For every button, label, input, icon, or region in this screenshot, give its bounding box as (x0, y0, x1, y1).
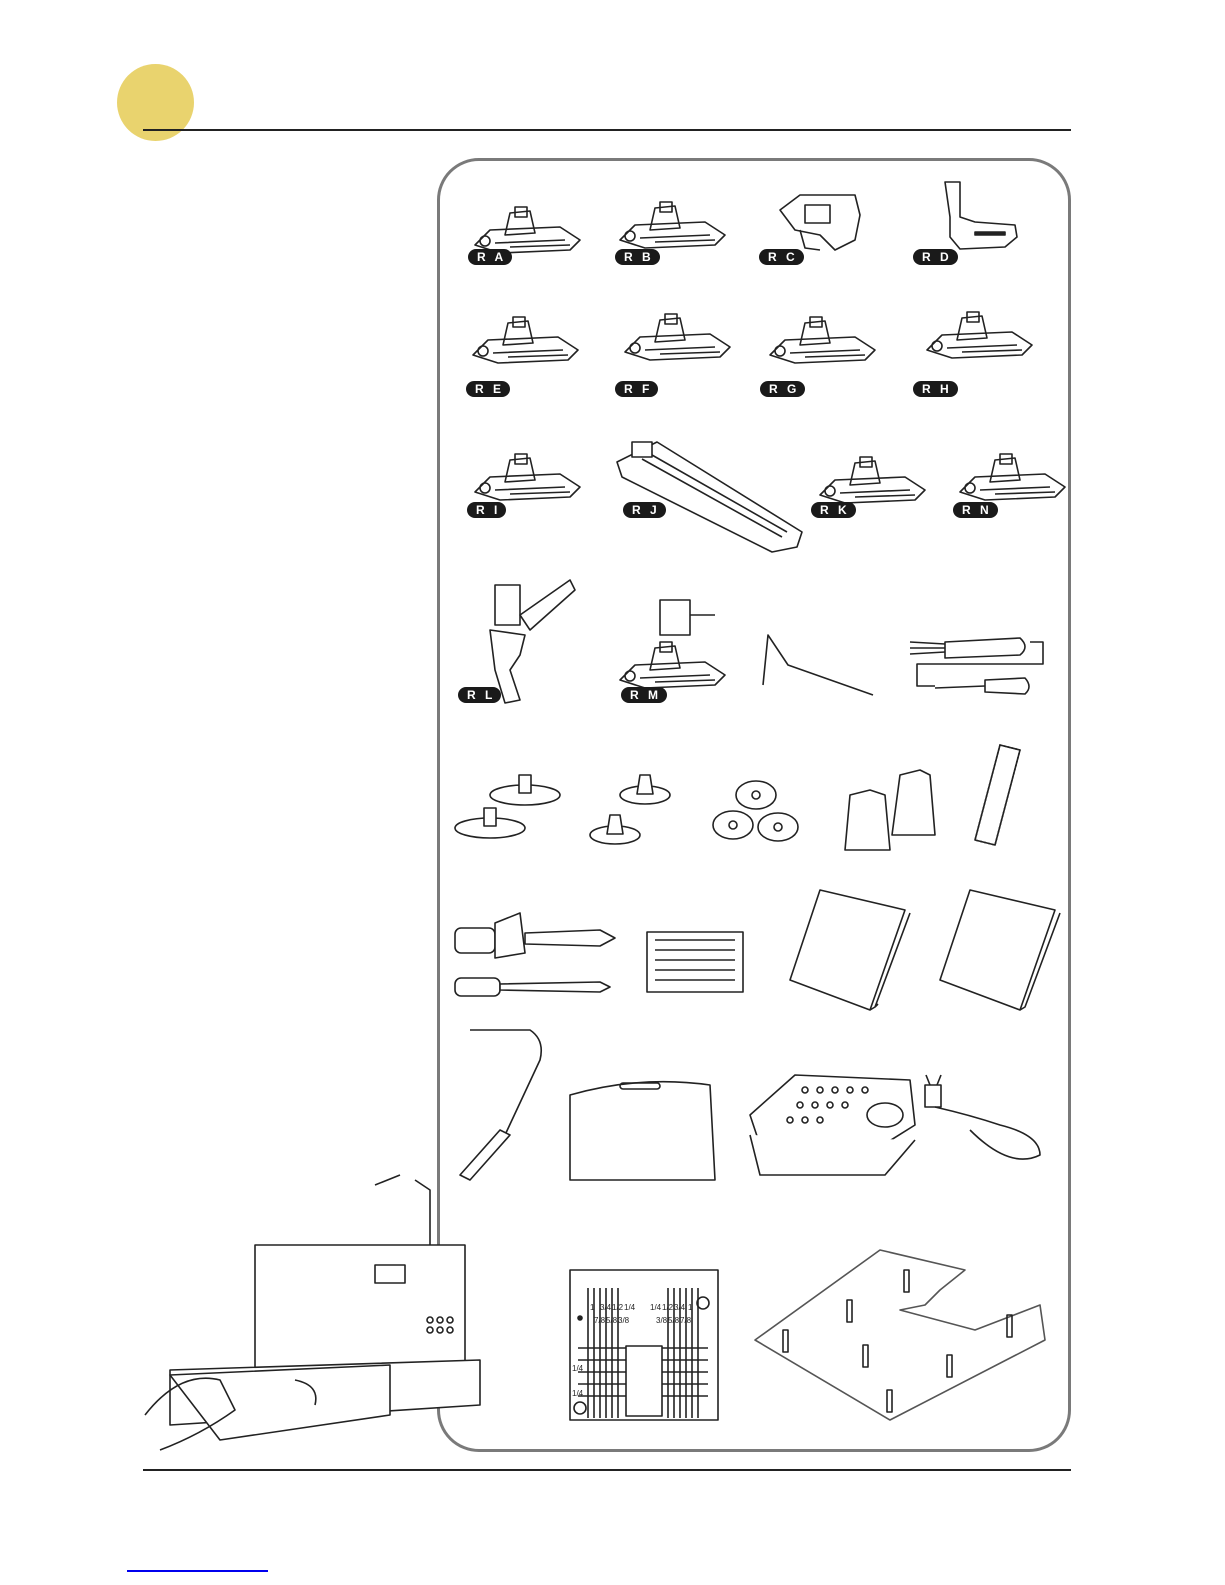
footer-link[interactable] (127, 1570, 268, 1572)
footer-rule (143, 1469, 1071, 1471)
presser-foot-rh-icon (926, 311, 1033, 359)
bobbins-icon (712, 780, 799, 842)
label-rf: R F (615, 381, 659, 397)
plate-mark: 5/8 (668, 1316, 680, 1325)
section-badge (117, 64, 194, 141)
straight-stitch-plate-icon: 1 3/4 1/2 1/4 1/4 1/2 3/4 1 7/8 5/8 3/8 … (569, 1269, 719, 1421)
label-rk: R K (811, 502, 856, 518)
spool-caps-icon (844, 769, 936, 851)
plate-mark: 3/8 (656, 1316, 668, 1325)
plate-mark: 1 (590, 1303, 595, 1312)
header-rule (143, 129, 1071, 131)
extension-table-icon (754, 1249, 1046, 1421)
presser-foot-rg-icon (769, 316, 876, 364)
plate-mark: 1 (688, 1303, 693, 1312)
label-rb: R B (615, 249, 660, 265)
plate-mark: 7/8 (680, 1316, 692, 1325)
label-ra: R A (468, 249, 513, 265)
label-rc: R C (759, 249, 804, 265)
presser-foot-rb-icon (619, 201, 726, 249)
presser-foot-re-icon (472, 316, 579, 364)
plate-mark: 3/8 (618, 1316, 630, 1325)
plate-mark: 1/2 (662, 1303, 674, 1312)
spool-holder-small-icon (589, 774, 671, 845)
presser-foot-rm-icon (619, 599, 726, 689)
plate-mark: 7/8 (594, 1316, 606, 1325)
presser-foot-rc-icon (779, 194, 861, 251)
label-rh: R H (913, 381, 958, 397)
plate-mark: 3/4 (674, 1303, 686, 1312)
presser-foot-ra-icon (474, 206, 581, 254)
label-rg: R G (760, 381, 806, 397)
seam-guide-bar-icon (762, 634, 874, 696)
label-rd: R D (913, 249, 958, 265)
brush-seam-ripper-icon (909, 637, 1044, 695)
presser-foot-rj-buttonhole-icon (616, 441, 803, 553)
plate-mark: 1/4 (572, 1389, 584, 1398)
screwdrivers-icon (454, 912, 616, 997)
accessories-panel (437, 158, 1071, 1452)
presser-foot-rf-icon (624, 313, 731, 361)
presser-foot-rn-icon (959, 453, 1066, 501)
spool-net-icon (974, 744, 1021, 846)
sewing-machine-extension-table-icon (144, 1174, 481, 1451)
presser-foot-rl-darning-icon (489, 579, 576, 704)
plate-mark: 1/4 (650, 1303, 662, 1312)
dust-cover-icon (569, 1080, 716, 1181)
label-rj: R J (623, 502, 666, 518)
quick-guide-icon (939, 889, 1061, 1011)
foot-controller-icon (749, 1074, 916, 1176)
label-ri: R I (467, 502, 507, 518)
plate-mark: 1/2 (612, 1303, 624, 1312)
label-re: R E (466, 381, 511, 397)
spool-holder-large-icon (454, 774, 561, 839)
label-rm: R M (621, 687, 667, 703)
plate-mark: 5/8 (606, 1316, 618, 1325)
presser-foot-ri-icon (474, 453, 581, 501)
presser-foot-rd-icon (944, 181, 1018, 250)
label-rl: R L (458, 687, 502, 703)
instruction-manual-icon (789, 889, 911, 1011)
power-cord-icon (924, 1074, 1041, 1160)
label-rn: R N (953, 502, 998, 518)
needle-pack-icon (646, 931, 744, 993)
plate-mark: 3/4 (600, 1303, 612, 1312)
knee-lifter-icon (459, 1029, 543, 1181)
plate-mark: 1/4 (624, 1303, 636, 1312)
plate-mark: 1/4 (572, 1364, 584, 1373)
